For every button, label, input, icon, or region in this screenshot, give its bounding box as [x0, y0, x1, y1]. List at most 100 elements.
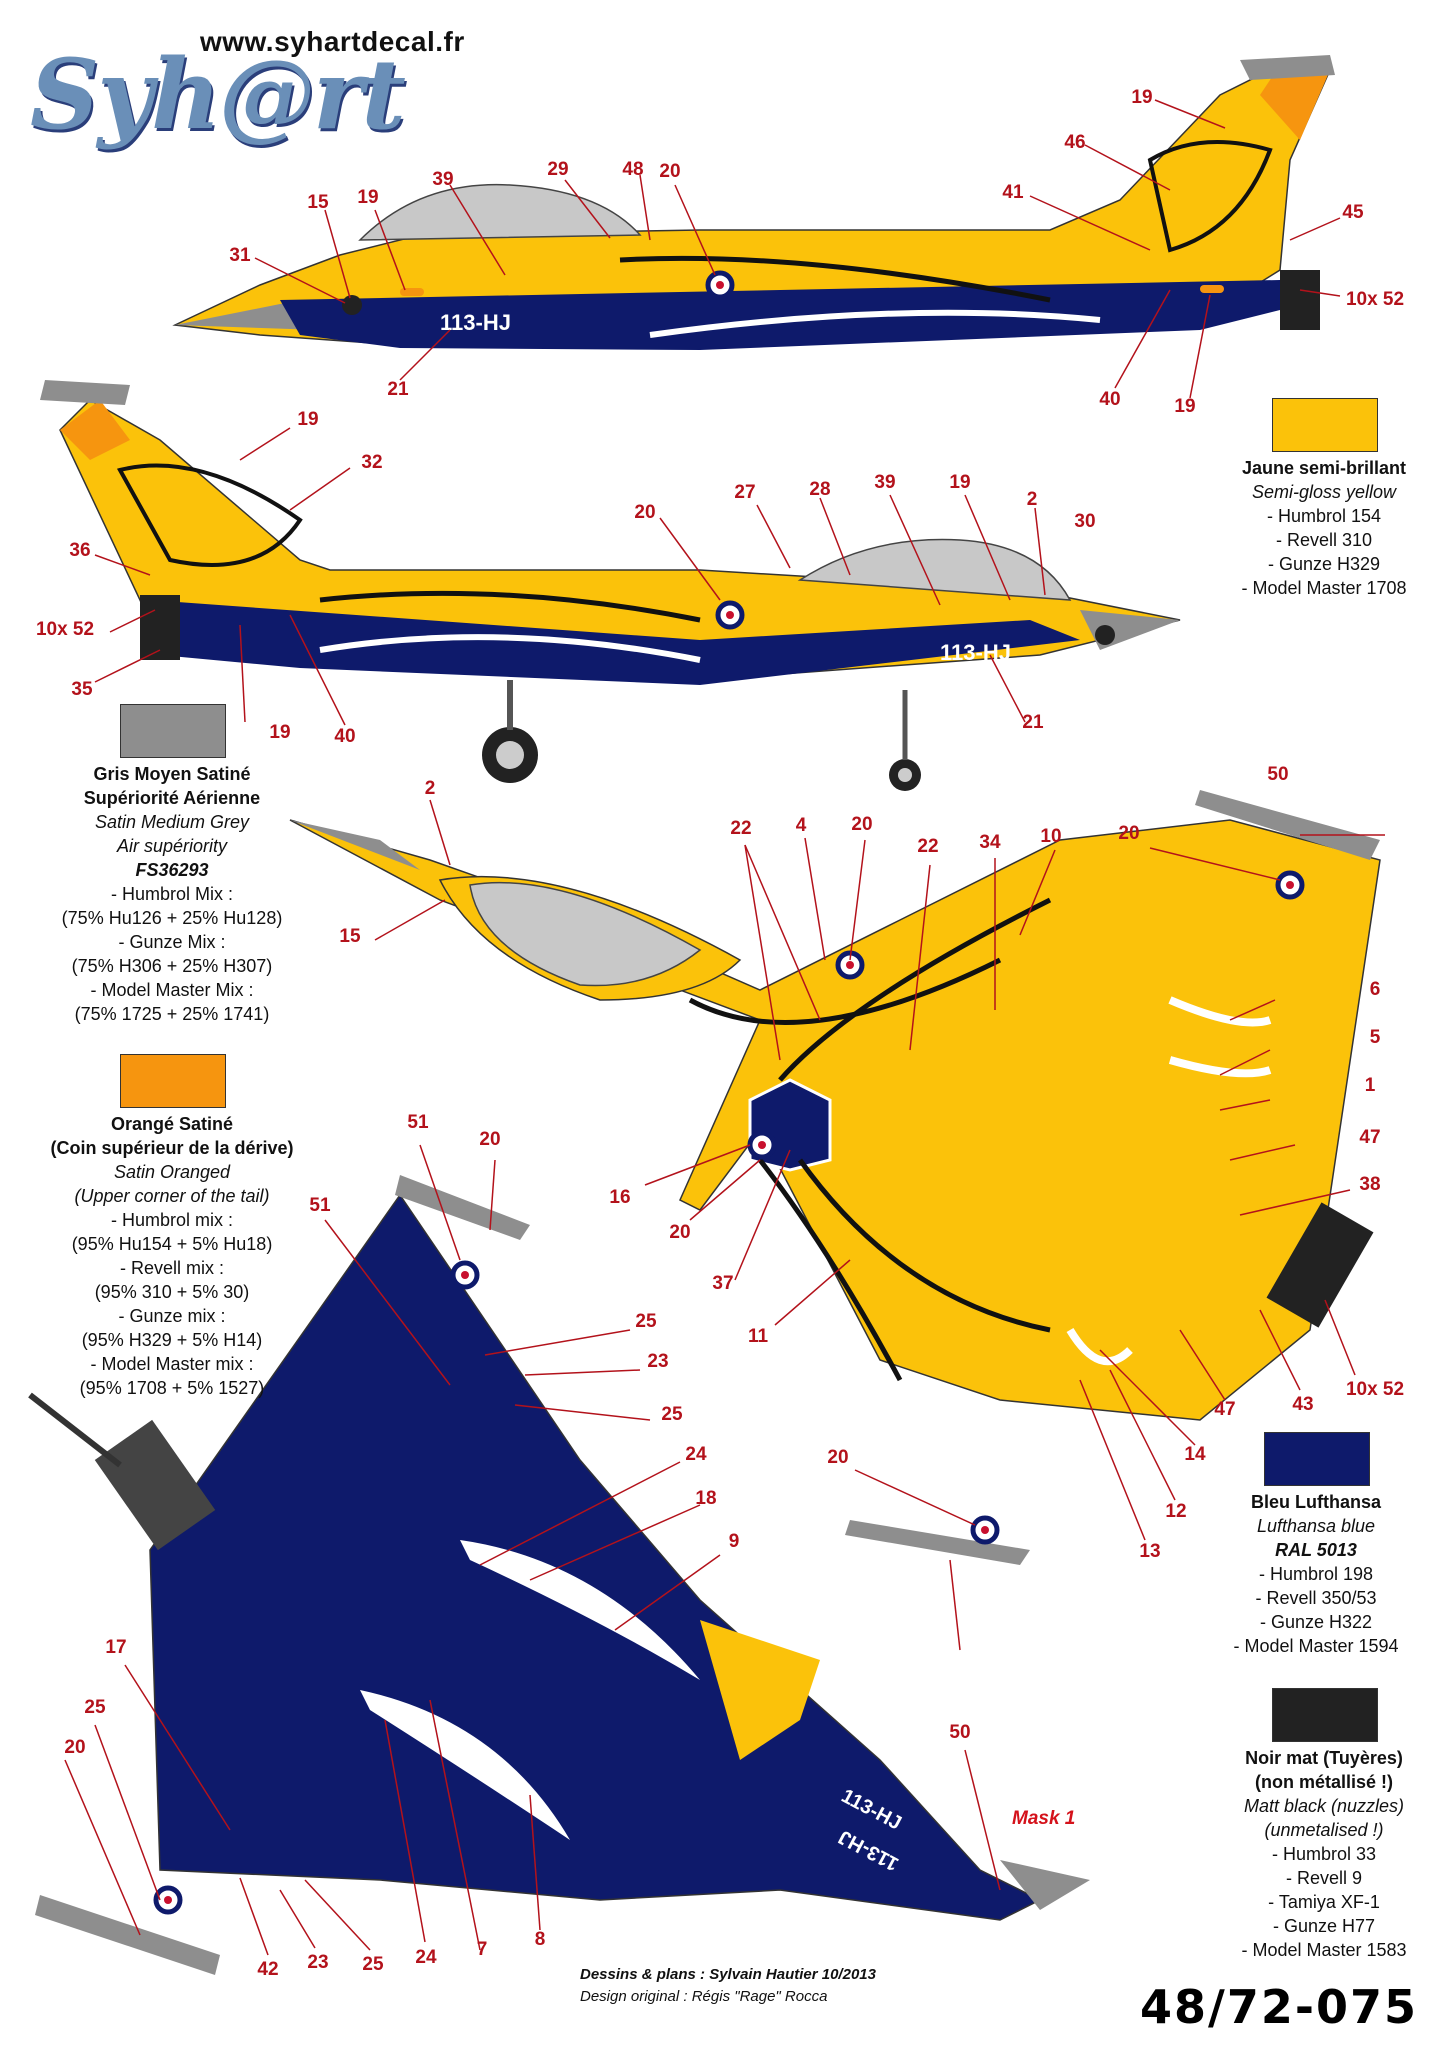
serial-second: 113-HJ	[940, 640, 1011, 665]
legend-line: (95% H329 + 5% H14)	[81, 1330, 263, 1350]
callout-number: 7	[476, 1939, 488, 1960]
callout-number: 6	[1369, 979, 1381, 1000]
callout-number: 20	[64, 1737, 86, 1758]
callout-number: 20	[634, 502, 656, 523]
legend-line: - Tamiya XF-1	[1268, 1892, 1380, 1912]
legend-line: Air supériority	[116, 836, 228, 856]
callout-number: 10	[1040, 826, 1062, 847]
callout-number: 22	[917, 836, 939, 857]
callout-number: 19	[357, 187, 379, 208]
callout-number: 28	[809, 479, 831, 500]
callout-number: 45	[1342, 202, 1364, 223]
legend-line: - Revell 350/53	[1255, 1588, 1377, 1608]
bottom-view: 113-HJ 113-HJ	[28, 1144, 1090, 1975]
callout-number: 10x 52	[35, 619, 95, 640]
legend-line: - Model Master 1708	[1241, 578, 1407, 598]
serial-top: 113-HJ	[440, 310, 511, 335]
callout-number: 15	[307, 192, 329, 213]
mask-label: Mask 1	[1012, 1808, 1076, 1829]
callout-number: 24	[415, 1947, 437, 1968]
callout-number: 23	[307, 1952, 329, 1973]
callout-number: 50	[949, 1722, 971, 1743]
legend-line: - Revell 9	[1285, 1868, 1363, 1888]
callout-number: 20	[851, 814, 873, 835]
callout-number: 29	[547, 159, 569, 180]
callout-number: 10x 52	[1345, 289, 1405, 310]
legend-line: (75% H306 + 25% H307)	[71, 956, 273, 976]
swatch-yellow	[1272, 398, 1378, 452]
callout-number: 16	[609, 1187, 631, 1208]
legend-line: (75% 1725 + 25% 1741)	[74, 1004, 270, 1024]
swatch-blue	[1264, 1432, 1370, 1486]
legend-line: Semi-gloss yellow	[1251, 482, 1397, 502]
callout-number: 18	[695, 1488, 717, 1509]
legend-line: - Model Master 1594	[1233, 1636, 1399, 1656]
callout-number: 31	[229, 245, 251, 266]
callout-number: 19	[1131, 87, 1153, 108]
callout-number: 25	[661, 1404, 683, 1425]
legend-line: - Revell 310	[1275, 530, 1373, 550]
legend-line: (95% 310 + 5% 30)	[94, 1282, 250, 1302]
legend-line: Noir mat (Tuyères)	[1245, 1748, 1403, 1768]
callout-number: 25	[84, 1697, 106, 1718]
callout-number: 43	[1292, 1394, 1314, 1415]
callout-number: 32	[361, 452, 383, 473]
callout-number: 20	[669, 1222, 691, 1243]
callout-number: 51	[309, 1195, 331, 1216]
legend-line: Lufthansa blue	[1256, 1516, 1376, 1536]
legend-line: - Gunze H329	[1267, 554, 1381, 574]
callout-number: 19	[949, 472, 971, 493]
callout-number: 8	[534, 1929, 546, 1950]
legend-line: (Upper corner of the tail)	[74, 1186, 270, 1206]
legend-line: - Humbrol Mix :	[110, 884, 234, 904]
callout-number: 37	[712, 1273, 734, 1294]
legend-line: (Coin supérieur de la dérive)	[50, 1138, 294, 1158]
legend-line: (95% Hu154 + 5% Hu18)	[71, 1234, 273, 1254]
legend-line: - Humbrol mix :	[110, 1210, 233, 1230]
callout-number: 30	[1074, 511, 1096, 532]
legend-line: - Humbrol 198	[1258, 1564, 1374, 1584]
callout-number: 39	[432, 169, 454, 190]
callout-number: 9	[728, 1531, 740, 1552]
legend-line: (75% Hu126 + 25% Hu128)	[61, 908, 283, 928]
legend-line: - Gunze Mix :	[118, 932, 226, 952]
callout-number: 2	[1026, 489, 1038, 510]
legend-line: - Model Master 1583	[1241, 1940, 1407, 1960]
credit-design: Design original : Régis "Rage" Rocca	[580, 1988, 828, 2005]
legend-line: Supériorité Aérienne	[83, 788, 261, 808]
callout-number: 34	[979, 832, 1001, 853]
callout-number: 40	[1099, 389, 1121, 410]
callout-number: 27	[734, 482, 756, 503]
legend-line: Matt black (nuzzles)	[1243, 1796, 1405, 1816]
legend-orange: Orangé Satiné (Coin supérieur de la dériv…	[50, 1112, 293, 1400]
callout-number: 46	[1064, 132, 1086, 153]
legend-line: Satin Medium Grey	[94, 812, 250, 832]
callout-number: 22	[730, 818, 752, 839]
callout-number: 50	[1267, 764, 1289, 785]
callout-number: 20	[827, 1447, 849, 1468]
callout-number: 20	[659, 161, 681, 182]
callout-number: 42	[257, 1959, 279, 1980]
callout-number: 20	[1118, 823, 1140, 844]
callout-number: 47	[1359, 1127, 1381, 1148]
callout-number: 25	[362, 1954, 384, 1975]
legend-line: Orangé Satiné	[110, 1114, 234, 1134]
legend-line: Bleu Lufthansa	[1250, 1492, 1382, 1512]
callout-number: 39	[874, 472, 896, 493]
legend-line: RAL 5013	[1275, 1540, 1357, 1560]
website-url: www.syhartdecal.fr	[200, 26, 465, 57]
callout-number: 20	[479, 1129, 501, 1150]
swatch-grey	[120, 704, 226, 758]
legend-line: - Gunze H77	[1272, 1916, 1376, 1936]
legend-line: Jaune semi-brillant	[1241, 458, 1407, 478]
callout-number: 14	[1184, 1444, 1206, 1465]
callout-number: 10x 52	[1345, 1379, 1405, 1400]
legend-line: - Humbrol 33	[1271, 1844, 1377, 1864]
legend-line: - Model Master Mix :	[90, 980, 254, 1000]
legend-line: - Gunze mix :	[118, 1306, 226, 1326]
legend-line: Satin Oranged	[113, 1162, 231, 1182]
callout-number: 47	[1214, 1399, 1236, 1420]
